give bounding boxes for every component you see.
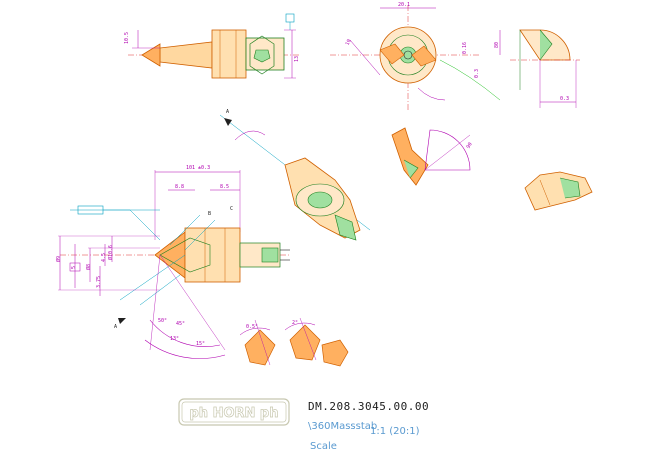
main-section-view: 101 ±0.3 8.8 8.5 Ø9 5 Ø8 3.75 4.5 [55,165,290,359]
dim-front-b: 0.16 [462,42,468,54]
scale-label: Scale [310,441,337,452]
tool-head [211,29,247,79]
dim-section-a: 0.3 [560,96,569,102]
angle-label-1: 50° [158,318,167,324]
dim-dia-2: 5 [71,266,77,269]
top-right-section-view: 0.3 80 [494,29,580,108]
angle-label-3: 13° [170,336,179,342]
drawing-number: DM.208.3045.00.00 [308,400,430,413]
svg-text:ph HORN ph: ph HORN ph [190,406,279,421]
dim-dia-3: Ø8 [85,264,92,270]
isometric-tool: A [219,109,371,241]
scale-value: 1:1 (20:1) [370,426,420,437]
angle-label-2: 45° [176,321,185,327]
dim-dia-1: Ø9 [55,256,62,262]
small-3d-view [524,171,593,211]
bottom-angle-2: 2° [292,320,298,326]
main-body [184,227,241,283]
dim-top-right: 13 [294,56,300,62]
datum-box [285,13,295,23]
bottom-angle-1: 0.5° [246,324,258,330]
arrow-a-upper [224,118,232,126]
dim-main-seg2: 8.5 [220,184,229,190]
dim-dia-4: 3.75 [96,276,102,288]
top-left-side-view: 10.5 13 [124,13,300,79]
arrow-a-lower [118,318,126,324]
dim-section-b: 80 [494,42,500,48]
dim-main-seg1: 8.8 [175,184,184,190]
dim-insert-angle: 90 [466,142,474,150]
tool-tip [141,43,161,67]
callout-b: B [208,211,211,217]
horn-logo: ph HORN ph [178,398,290,426]
dim-front-a: 10 [345,38,353,46]
callout-c: C [230,206,233,212]
dim-front-c: 0.3 [474,69,480,78]
dim-main-length: 101 ±0.3 [186,165,210,171]
callout-a-upper: A [226,109,229,115]
callout-a-lower: A [114,324,117,330]
dim-top-left: 10.5 [124,32,130,44]
scale-text: \360Massstab [308,421,378,432]
top-front-view: 20.1 10 0.16 0.3 [330,2,501,110]
dim-dia-6: Ø10.6 [107,245,114,260]
insert-detail: 90 [391,127,474,186]
angle-label-4: 15° [196,341,205,347]
dim-dia-5: 4.5 [101,253,107,262]
dim-front-width: 20.1 [398,2,410,8]
angle-details: 0.5° 2° [239,317,349,367]
tool-shank [159,41,213,69]
